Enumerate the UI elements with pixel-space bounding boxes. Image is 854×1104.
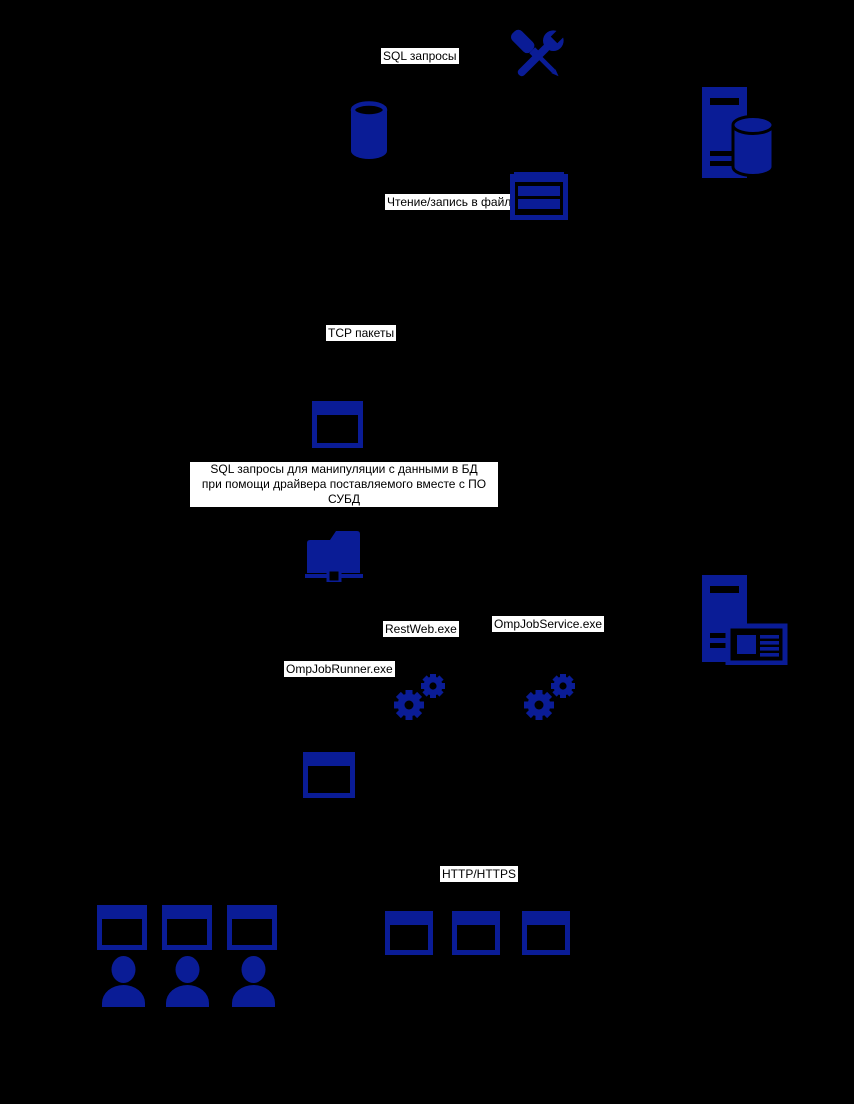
label-restweb: RestWeb.exe <box>383 621 459 637</box>
server-database-icon <box>700 85 776 180</box>
network-folder-icon <box>305 523 363 582</box>
label-ompjobrunner: OmpJobRunner.exe <box>284 661 395 677</box>
tools-icon <box>505 26 571 86</box>
browser-window-icon <box>522 911 570 955</box>
browser-window-icon <box>385 911 433 955</box>
database-icon <box>349 101 389 160</box>
browser-window-icon <box>312 401 363 448</box>
label-sql-manipulation-line1: SQL запросы для манипуляции с данными в … <box>210 462 478 476</box>
browser-window-icon <box>303 752 355 798</box>
person-icon <box>164 956 211 1007</box>
browser-window-icon <box>162 905 212 950</box>
label-tcp-packets: TCP пакеты <box>326 325 397 341</box>
browser-window-icon <box>97 905 147 950</box>
label-sql-manipulation: SQL запросы для манипуляции с данными в … <box>190 462 498 507</box>
browser-window-icon <box>227 905 277 950</box>
gears-icon <box>522 671 578 724</box>
gears-icon <box>392 671 448 724</box>
label-sql-queries: SQL запросы <box>381 48 459 64</box>
label-sql-manipulation-line2: при помощи драйвера поставляемого вместе… <box>201 477 487 506</box>
person-icon <box>230 956 277 1007</box>
label-ompjobservice: OmpJobService.exe <box>492 616 605 632</box>
browser-window-icon <box>452 911 500 955</box>
label-file-rw: Чтение/запись в файл <box>385 194 514 210</box>
label-http: HTTP/HTTPS <box>440 866 518 882</box>
person-icon <box>100 956 147 1007</box>
server-card-icon <box>700 573 788 665</box>
file-storage-icon <box>510 172 568 222</box>
